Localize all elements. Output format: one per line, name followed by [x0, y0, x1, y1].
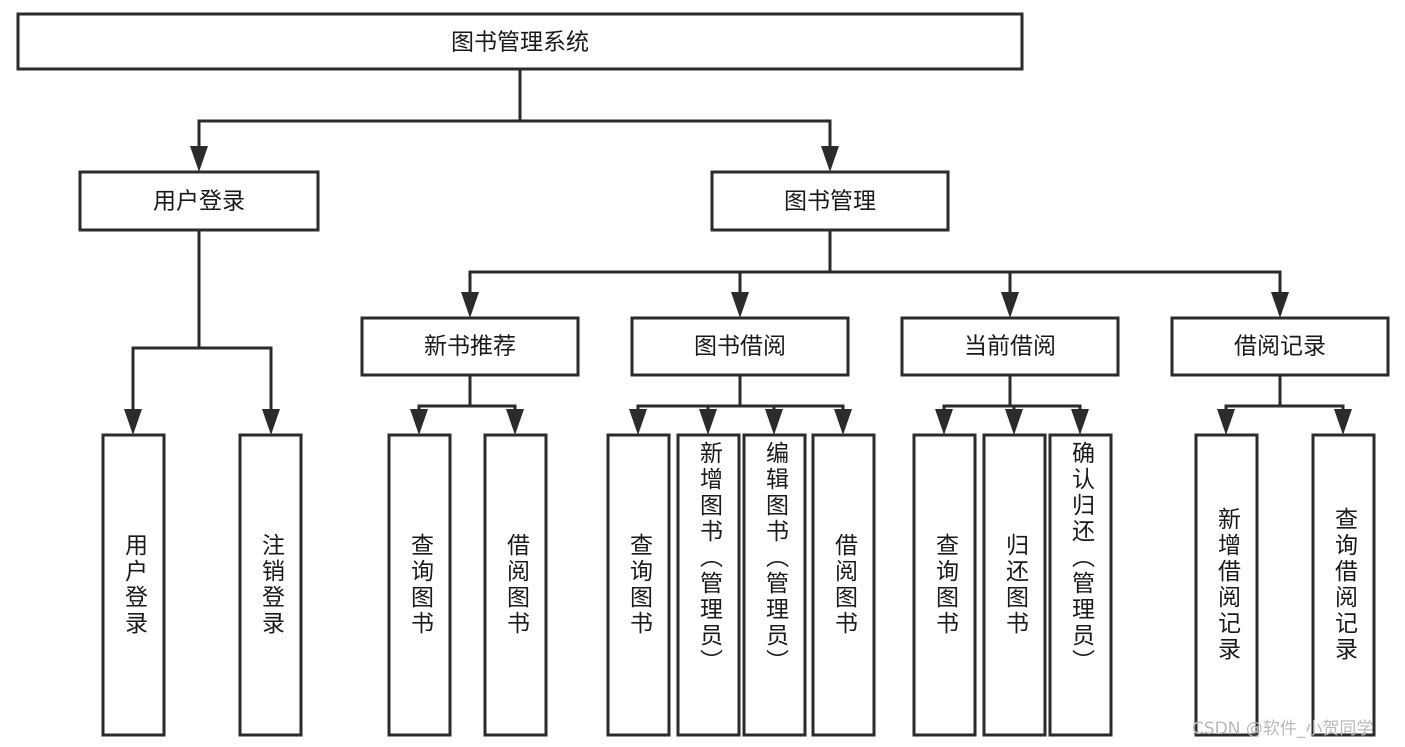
arrow-head-leaf-7	[765, 409, 783, 435]
leaf-box-query-book-1[interactable]	[387, 433, 452, 737]
arrow-head-leaf-9	[935, 409, 953, 435]
arrow-head-leaf-8	[834, 409, 852, 435]
arrow-head-leaf-13	[1334, 409, 1352, 435]
connector-group-new-book	[410, 373, 524, 435]
node-current-borrow-box[interactable]	[900, 316, 1120, 377]
leaf-box-user-login[interactable]	[101, 433, 166, 737]
csdn-watermark: CSDN @软件_小贺同学	[1192, 719, 1374, 739]
leaf-box-edit-book-admin[interactable]	[742, 433, 807, 737]
leaf-box-confirm-return-admin[interactable]	[1048, 433, 1113, 737]
node-borrow-records[interactable]: 借阅记录	[1170, 316, 1390, 377]
arrow-head-user-login	[190, 146, 208, 172]
node-user-login-label: 用户登录	[153, 189, 245, 215]
arrow-head-book-mgmt	[821, 146, 839, 172]
arrow-head-leaf-1	[124, 409, 142, 435]
node-book-management[interactable]: 图书管理	[710, 170, 950, 232]
arrow-head-leaf-11	[1071, 409, 1089, 435]
node-borrow-records-label: 借阅记录	[1234, 334, 1326, 360]
node-root-label: 图书管理系统	[451, 30, 589, 56]
leaf-box-add-book-admin[interactable]	[676, 433, 741, 737]
leaf-box-add-borrow-record[interactable]	[1194, 433, 1259, 737]
node-current-borrow-label: 当前借阅	[964, 334, 1056, 360]
leaf-box-logout[interactable]	[238, 433, 303, 737]
node-book-management-label: 图书管理	[784, 189, 876, 215]
leaf-box-group	[101, 433, 1376, 737]
node-user-login-box[interactable]	[78, 170, 320, 232]
node-root[interactable]: 图书管理系统	[16, 12, 1024, 71]
arrow-head-leaf-3	[410, 409, 428, 435]
leaf-box-borrow-book-2[interactable]	[811, 433, 876, 737]
node-new-book-recommend[interactable]: 新书推荐	[360, 316, 580, 377]
connector-group-borrow	[629, 373, 852, 435]
node-borrow-records-box[interactable]	[1170, 316, 1390, 377]
arrow-head-current	[1001, 292, 1019, 318]
leaf-box-query-borrow-record[interactable]	[1311, 433, 1376, 737]
node-new-book-recommend-label: 新书推荐	[424, 334, 516, 360]
node-current-borrow[interactable]: 当前借阅	[900, 316, 1120, 377]
node-new-book-recommend-box[interactable]	[360, 316, 580, 377]
connector-group-book-mgmt	[461, 228, 1289, 318]
arrow-head-leaf-4	[506, 409, 524, 435]
arrow-head-leaf-2	[262, 409, 280, 435]
connector-group-records	[1217, 373, 1352, 435]
node-book-borrow[interactable]: 图书借阅	[630, 316, 850, 377]
node-book-borrow-box[interactable]	[630, 316, 850, 377]
arrow-head-records	[1271, 292, 1289, 318]
arrow-head-leaf-6	[699, 409, 717, 435]
leaf-box-borrow-book-1[interactable]	[483, 433, 548, 737]
arrow-head-leaf-12	[1217, 409, 1235, 435]
connector-group-current	[935, 373, 1089, 435]
leaf-box-return-book[interactable]	[982, 433, 1047, 737]
node-book-management-box[interactable]	[710, 170, 950, 232]
node-root-box[interactable]	[16, 12, 1024, 71]
leaf-box-query-book-3[interactable]	[912, 433, 977, 737]
leaf-box-query-book-2[interactable]	[606, 433, 671, 737]
arrow-head-new-book	[461, 292, 479, 318]
node-user-login[interactable]: 用户登录	[78, 170, 320, 232]
connector-group-user-login	[124, 228, 280, 435]
arrow-head-borrow	[731, 292, 749, 318]
arrow-head-leaf-5	[629, 409, 647, 435]
connector-group-root	[190, 67, 839, 172]
node-book-borrow-label: 图书借阅	[694, 334, 786, 360]
arrow-head-leaf-10	[1005, 409, 1023, 435]
